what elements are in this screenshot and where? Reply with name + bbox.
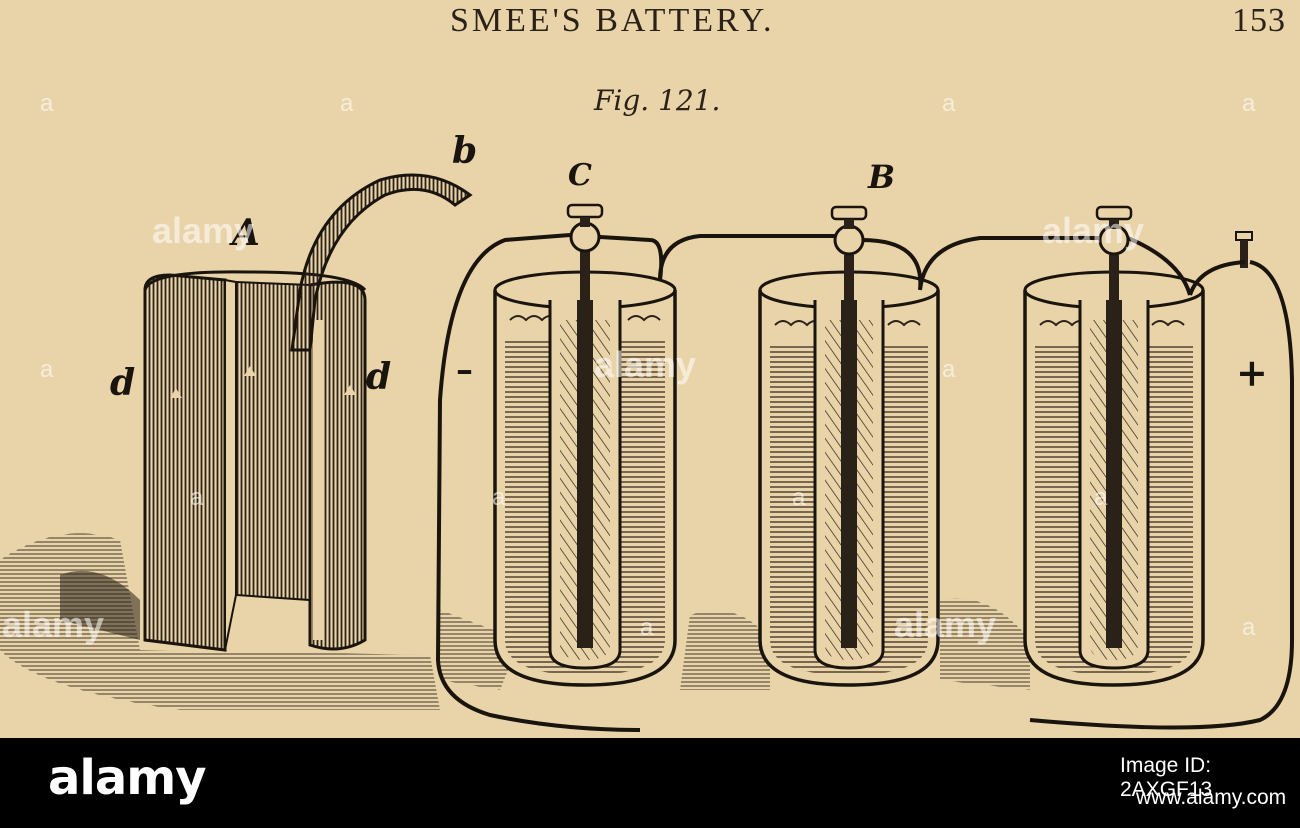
watermark-letter: a [1242,90,1256,117]
watermark: alamy [1042,210,1145,251]
connecting-wires [435,233,1294,732]
engraving-plate: SMEE'S BATTERY. 153 Fig. 121. A b C B d … [0,0,1300,738]
label-d-left: d [110,362,136,404]
watermark-letter: a [1242,614,1256,641]
watermark: alamy [594,344,697,385]
watermark-letter: a [40,90,54,117]
smee-battery-illustration [0,173,1294,732]
brand-logo[interactable]: alamy [48,750,207,806]
page-number: 153 [1232,2,1286,39]
watermark-letter: a [942,90,956,117]
image-id-label: Image ID: 2AXGF13 [1120,754,1213,801]
plate-assembly-a [143,173,473,652]
figure-caption: Fig. 121. [594,84,721,117]
battery-cell-3 [1023,205,1253,687]
watermark: alamy [894,604,997,645]
watermark: alamy [2,604,105,645]
label-a: A [232,212,260,254]
running-head: SMEE'S BATTERY. [450,2,775,39]
watermark-letter: a [792,484,806,511]
watermark: alamy [152,210,255,251]
label-b-upper: B [868,158,896,196]
watermark-letter: a [40,356,54,383]
watermark-letter: a [640,614,654,641]
watermark-letter: a [190,484,204,511]
ground-hatching [0,533,1030,710]
watermark-letter: a [1094,484,1108,511]
label-minus: – [456,350,473,390]
label-d-right: d [366,356,392,398]
watermark-letter: a [492,484,506,511]
battery-cell-1 [493,203,677,687]
site-link[interactable]: www.alamy.com [1136,786,1287,809]
watermark-letter: a [942,356,956,383]
watermark-letter: a [340,90,354,117]
label-c: C [568,158,592,193]
label-b-lower: b [452,130,478,172]
label-plus: + [1236,350,1268,395]
battery-cell-2 [758,205,940,687]
stock-footer-bar: alamy Image ID: 2AXGF13 www.alamy.com [0,738,1300,828]
